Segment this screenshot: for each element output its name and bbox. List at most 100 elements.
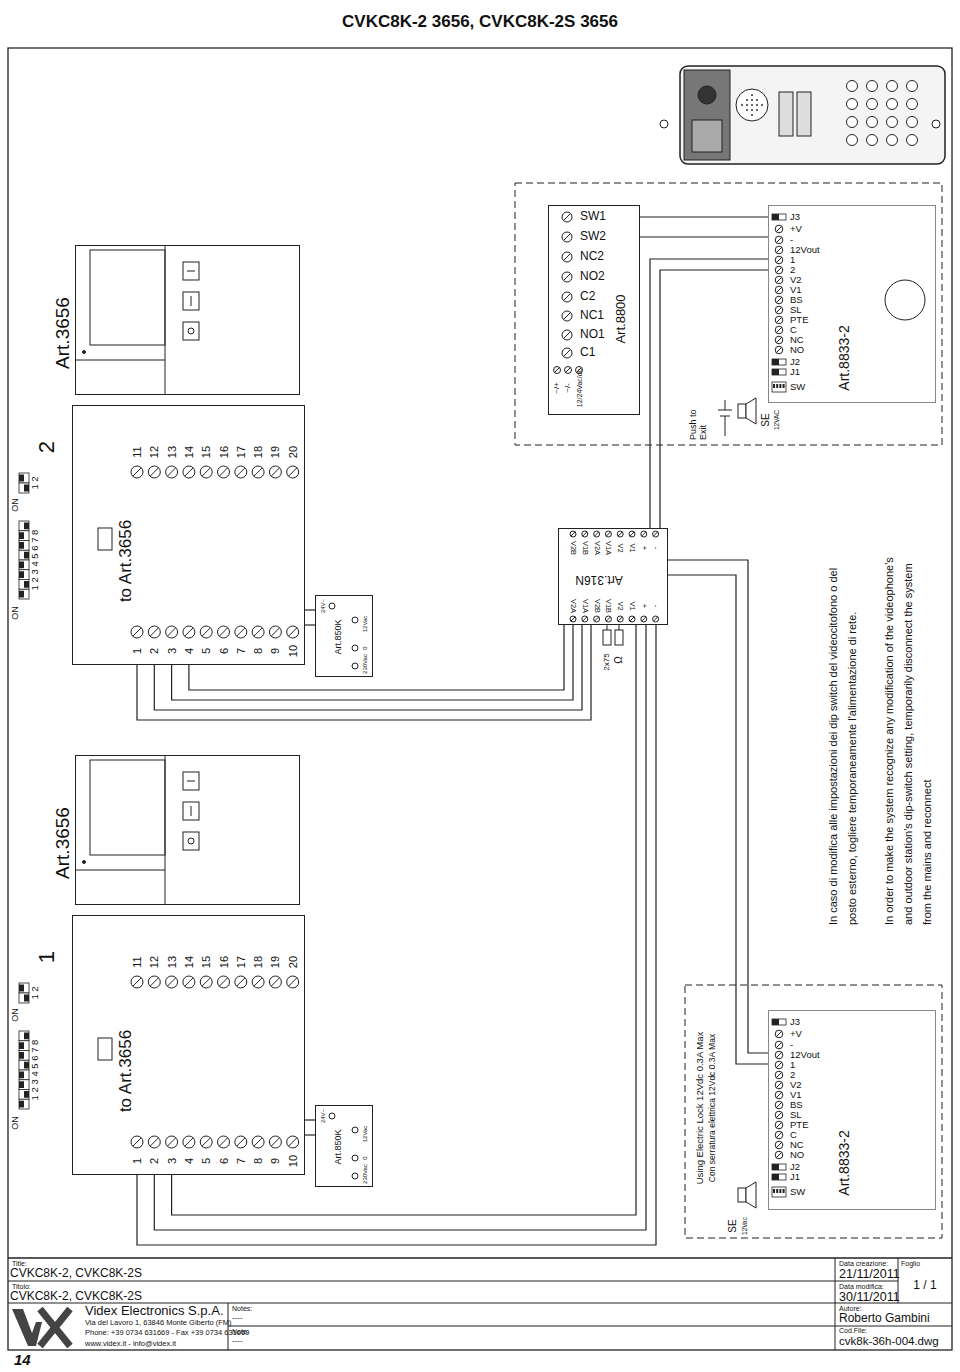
dip-lever xyxy=(776,1189,778,1193)
screw-slot xyxy=(595,532,599,536)
dip-lever xyxy=(779,1189,781,1193)
terminal-number: 18 xyxy=(252,446,265,458)
pin-name: V1 xyxy=(628,543,637,552)
screw-slot xyxy=(167,1138,175,1146)
resistor-lead xyxy=(607,625,608,630)
terminal-screw xyxy=(562,212,572,222)
psu-terminal xyxy=(352,1127,358,1133)
terminal-number: 4 xyxy=(183,1158,196,1164)
screw-slot xyxy=(776,1102,781,1107)
screw-slot xyxy=(185,978,193,986)
page-title: CVKC8K-2 3656, CVKC8K-2S 3656 xyxy=(342,12,618,32)
terminal-screw xyxy=(166,976,178,988)
speaker-hole xyxy=(761,104,763,106)
terminal-screw xyxy=(287,1136,299,1148)
terminal-screw xyxy=(775,1141,783,1149)
node-title: Art.8833-2 xyxy=(836,325,852,390)
monitor-button xyxy=(183,262,199,280)
terminal-screw xyxy=(235,976,247,988)
pin-name: V1 xyxy=(628,601,637,610)
screw-slot xyxy=(776,1031,781,1036)
screw-slot xyxy=(167,468,175,476)
node-title: to Art.3656 xyxy=(116,520,136,602)
pin-name: +V xyxy=(790,1029,802,1040)
dip-lever xyxy=(776,384,778,388)
terminal-screw xyxy=(653,616,659,622)
terminal-screw xyxy=(269,626,281,638)
terminal-screw xyxy=(565,367,572,374)
monitor-unit: Art.3656 xyxy=(75,245,300,395)
electric-lock-symbol xyxy=(738,404,746,418)
psu-terminal-label: 230Vac xyxy=(362,654,369,674)
field-value: Roberto Gambini xyxy=(839,1312,930,1326)
screw-slot xyxy=(564,350,571,357)
call-button xyxy=(797,92,811,136)
pin-name: SW xyxy=(790,382,805,393)
dip-switch xyxy=(19,1051,29,1061)
dip-lever xyxy=(19,1052,24,1059)
dip-numbers: 1 2 xyxy=(30,986,41,999)
wire xyxy=(668,560,768,1053)
terminal-number: 16 xyxy=(217,446,230,458)
screw-slot xyxy=(776,1142,781,1147)
terminal-screw xyxy=(775,1071,783,1079)
pin-name: V2 xyxy=(616,543,625,552)
screw-slot xyxy=(185,468,193,476)
wire xyxy=(660,270,768,528)
terminal-screw xyxy=(775,225,783,233)
pin-name: ~/+ xyxy=(552,382,561,394)
screw-slot xyxy=(564,313,571,320)
terminal-screw xyxy=(775,316,783,324)
monitor-button xyxy=(183,832,199,850)
terminal-screw xyxy=(200,626,212,638)
pin-name: SW2 xyxy=(580,230,606,244)
monitor-screen xyxy=(90,250,165,345)
terminal-number: 8 xyxy=(252,1158,265,1164)
keypad-key xyxy=(867,117,878,128)
terminal-screw xyxy=(269,466,281,478)
screw-slot xyxy=(776,327,781,332)
jumper-cap xyxy=(772,214,779,220)
screw-slot xyxy=(271,1138,279,1146)
pin-name: V1B xyxy=(604,599,613,613)
screw-slot xyxy=(150,468,158,476)
dip-lever xyxy=(19,571,24,578)
pin-name: NO1 xyxy=(580,328,605,342)
monitor-led xyxy=(83,861,86,864)
terminal-screw xyxy=(775,1081,783,1089)
terminal-screw xyxy=(183,466,195,478)
keypad-key xyxy=(847,135,858,146)
dip-switch xyxy=(19,1099,29,1109)
wire xyxy=(172,625,636,1215)
company-web: www.videx.it - info@videx.it xyxy=(85,1339,176,1348)
node-title: Art.3656 xyxy=(52,807,74,879)
screw-slot xyxy=(185,1138,193,1146)
button-icon xyxy=(187,781,195,782)
terminal-block: to Art.3656 xyxy=(72,915,305,1175)
screw-slot xyxy=(571,532,575,536)
pin-name: V1B xyxy=(580,541,589,555)
resistor-value: Ω xyxy=(613,656,625,663)
terminal-number: 11 xyxy=(131,956,144,967)
terminal-screw xyxy=(562,232,572,242)
screw-slot xyxy=(642,532,646,536)
terminal-screw xyxy=(582,616,588,622)
terminal-screw xyxy=(166,466,178,478)
speaker-hole xyxy=(741,104,743,106)
psu-terminal xyxy=(352,1155,358,1161)
terminal-screw xyxy=(605,616,611,622)
dip-switch xyxy=(19,550,29,560)
field-caption: Foglio xyxy=(901,1260,920,1268)
keypad-key xyxy=(867,135,878,146)
terminal-number: 5 xyxy=(200,1158,213,1164)
screw-slot xyxy=(133,628,141,636)
psu-terminal-label: 0 xyxy=(362,646,369,649)
dip-numbers: 1 2 3 4 5 6 7 8 xyxy=(30,1040,41,1101)
field-value: ---- xyxy=(232,1313,243,1322)
dip-numbers: 1 2 3 4 5 6 7 8 xyxy=(30,530,41,591)
speaker-hole xyxy=(751,99,753,101)
dip-lever xyxy=(24,1033,29,1040)
button-icon xyxy=(187,271,195,272)
dip-label: ON xyxy=(10,606,20,620)
terminal-screw xyxy=(629,531,635,537)
